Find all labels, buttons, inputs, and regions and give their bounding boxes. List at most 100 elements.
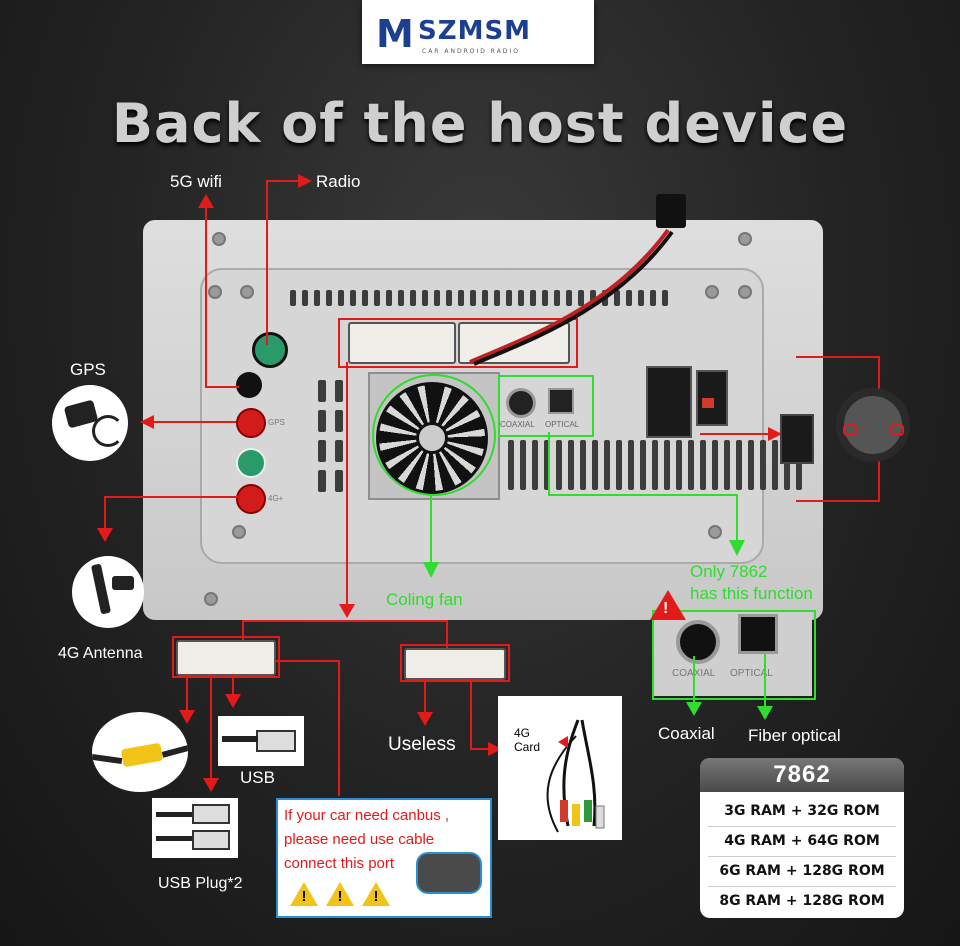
fiber-line — [764, 654, 766, 710]
warning-mark: ! — [373, 888, 379, 905]
useless-line — [424, 678, 426, 716]
4g-card-line — [470, 678, 472, 750]
arrow-down-icon — [417, 712, 433, 726]
4g-port-label: 4G+ — [268, 494, 284, 503]
arrow-right-icon — [298, 174, 312, 188]
page-title: Back of the host device — [111, 92, 849, 155]
steering-plug-icon — [780, 414, 814, 464]
usb-cable-connector — [176, 640, 276, 676]
brand-logo: M SZMSM CAR ANDROID RADIO — [362, 0, 594, 64]
7862-line — [548, 494, 738, 496]
canbus-note-line3: connect this port — [284, 855, 395, 872]
warning-red-icon — [650, 590, 686, 620]
spec-table: 7862 3G RAM + 32G ROM 4G RAM + 64G ROM 6… — [700, 758, 904, 918]
usb2-line — [210, 674, 212, 780]
arrow-down-icon — [225, 694, 241, 708]
screw-icon — [738, 232, 752, 246]
4g-card-label-line1: 4G — [514, 726, 531, 740]
4g-port-icon — [236, 484, 266, 514]
arrow-left-icon — [140, 415, 154, 429]
coaxial-jack-icon — [506, 388, 536, 418]
4g-card-line — [470, 748, 492, 750]
screw-icon — [212, 232, 226, 246]
coling-fan-label: Coling fan — [386, 590, 463, 609]
only-7862-line2: has this function — [690, 584, 813, 603]
optical-inset-label: OPTICAL — [730, 668, 773, 679]
4g-antenna-label: 4G Antenna — [58, 645, 143, 662]
coaxial-line — [693, 656, 695, 706]
optical-device-label: OPTICAL — [545, 420, 580, 429]
canbus-port-image — [416, 852, 482, 894]
logo-letter: M — [376, 12, 414, 56]
gps-label: GPS — [70, 360, 106, 379]
useless-label: Useless — [388, 734, 456, 755]
spec-row: 4G RAM + 64G ROM — [724, 833, 880, 849]
logo-tagline: CAR ANDROID RADIO — [422, 48, 520, 55]
fiber-optical-label: Fiber optical — [748, 726, 841, 745]
usb-label: USB — [240, 768, 275, 787]
wire-red — [702, 398, 714, 408]
rca-line — [186, 674, 188, 714]
warning-mark: ! — [301, 888, 307, 905]
vent-grille — [335, 380, 343, 492]
spec-divider — [708, 826, 896, 827]
coaxial-label: Coaxial — [658, 724, 715, 743]
wifi-port-icon — [236, 372, 262, 398]
spec-divider — [708, 856, 896, 857]
screw-icon — [705, 285, 719, 299]
canbus-line — [276, 660, 340, 662]
arrow-down-icon — [179, 710, 195, 724]
canbus-line — [338, 660, 340, 796]
radio-line — [266, 180, 300, 182]
arrow-right-icon — [768, 427, 782, 441]
logo-name: SZMSM — [418, 16, 532, 46]
rca-cable-image — [92, 712, 188, 792]
gps-port-label: GPS — [268, 418, 285, 427]
gps-antenna-image — [52, 385, 128, 461]
warning-mark: ! — [337, 888, 343, 905]
wifi-line — [205, 386, 239, 388]
arrow-up-icon — [198, 194, 214, 208]
canbus-note: If your car need canbus , please need us… — [276, 798, 492, 918]
harness-highlight — [338, 318, 578, 368]
gps-port-icon — [236, 408, 266, 438]
steering-button-icon — [890, 424, 904, 436]
radio-port-icon — [252, 332, 288, 368]
spec-model: 7862 — [700, 758, 904, 792]
screw-icon — [240, 285, 254, 299]
harness-line — [242, 620, 244, 640]
usb-connector-highlight — [172, 636, 280, 678]
fan-highlight — [372, 374, 496, 496]
4g-line — [104, 496, 238, 498]
4g-card-label-line2: Card — [514, 740, 541, 754]
warning-triangle-icon — [326, 882, 354, 906]
4g-line — [104, 496, 106, 528]
usb-plug-label: USB Plug*2 — [158, 875, 243, 892]
warning-triangle-icon — [290, 882, 318, 906]
screw-icon — [708, 525, 722, 539]
usb-line — [232, 674, 234, 696]
port-icon — [236, 448, 266, 478]
arrow-down-icon — [203, 778, 219, 792]
optical-inset-icon — [738, 614, 778, 654]
vent-grille — [290, 290, 668, 306]
spec-row: 6G RAM + 128G ROM — [719, 863, 885, 879]
arrow-down-icon — [339, 604, 355, 618]
arrow-down-icon — [423, 562, 439, 578]
screw-icon — [232, 525, 246, 539]
radio-label: Radio — [316, 172, 361, 191]
usb-cable-image — [218, 716, 304, 766]
arrow-down-icon — [97, 528, 113, 542]
harness-line — [346, 362, 348, 608]
only-7862-line1: Only 7862 — [690, 562, 768, 581]
coaxial-device-label: COAXIAL — [500, 420, 535, 429]
canbus-note-line2: please need use cable — [284, 831, 435, 848]
warning-triangle-icon — [362, 882, 390, 906]
inset-highlight — [652, 610, 816, 700]
wifi-label: 5G wifi — [170, 172, 222, 191]
usb-plug-image — [152, 798, 238, 858]
useless-connector-highlight — [400, 644, 510, 682]
useless-connector — [404, 648, 506, 680]
gps-line — [150, 421, 236, 423]
cable-bundle-icon — [546, 719, 605, 833]
